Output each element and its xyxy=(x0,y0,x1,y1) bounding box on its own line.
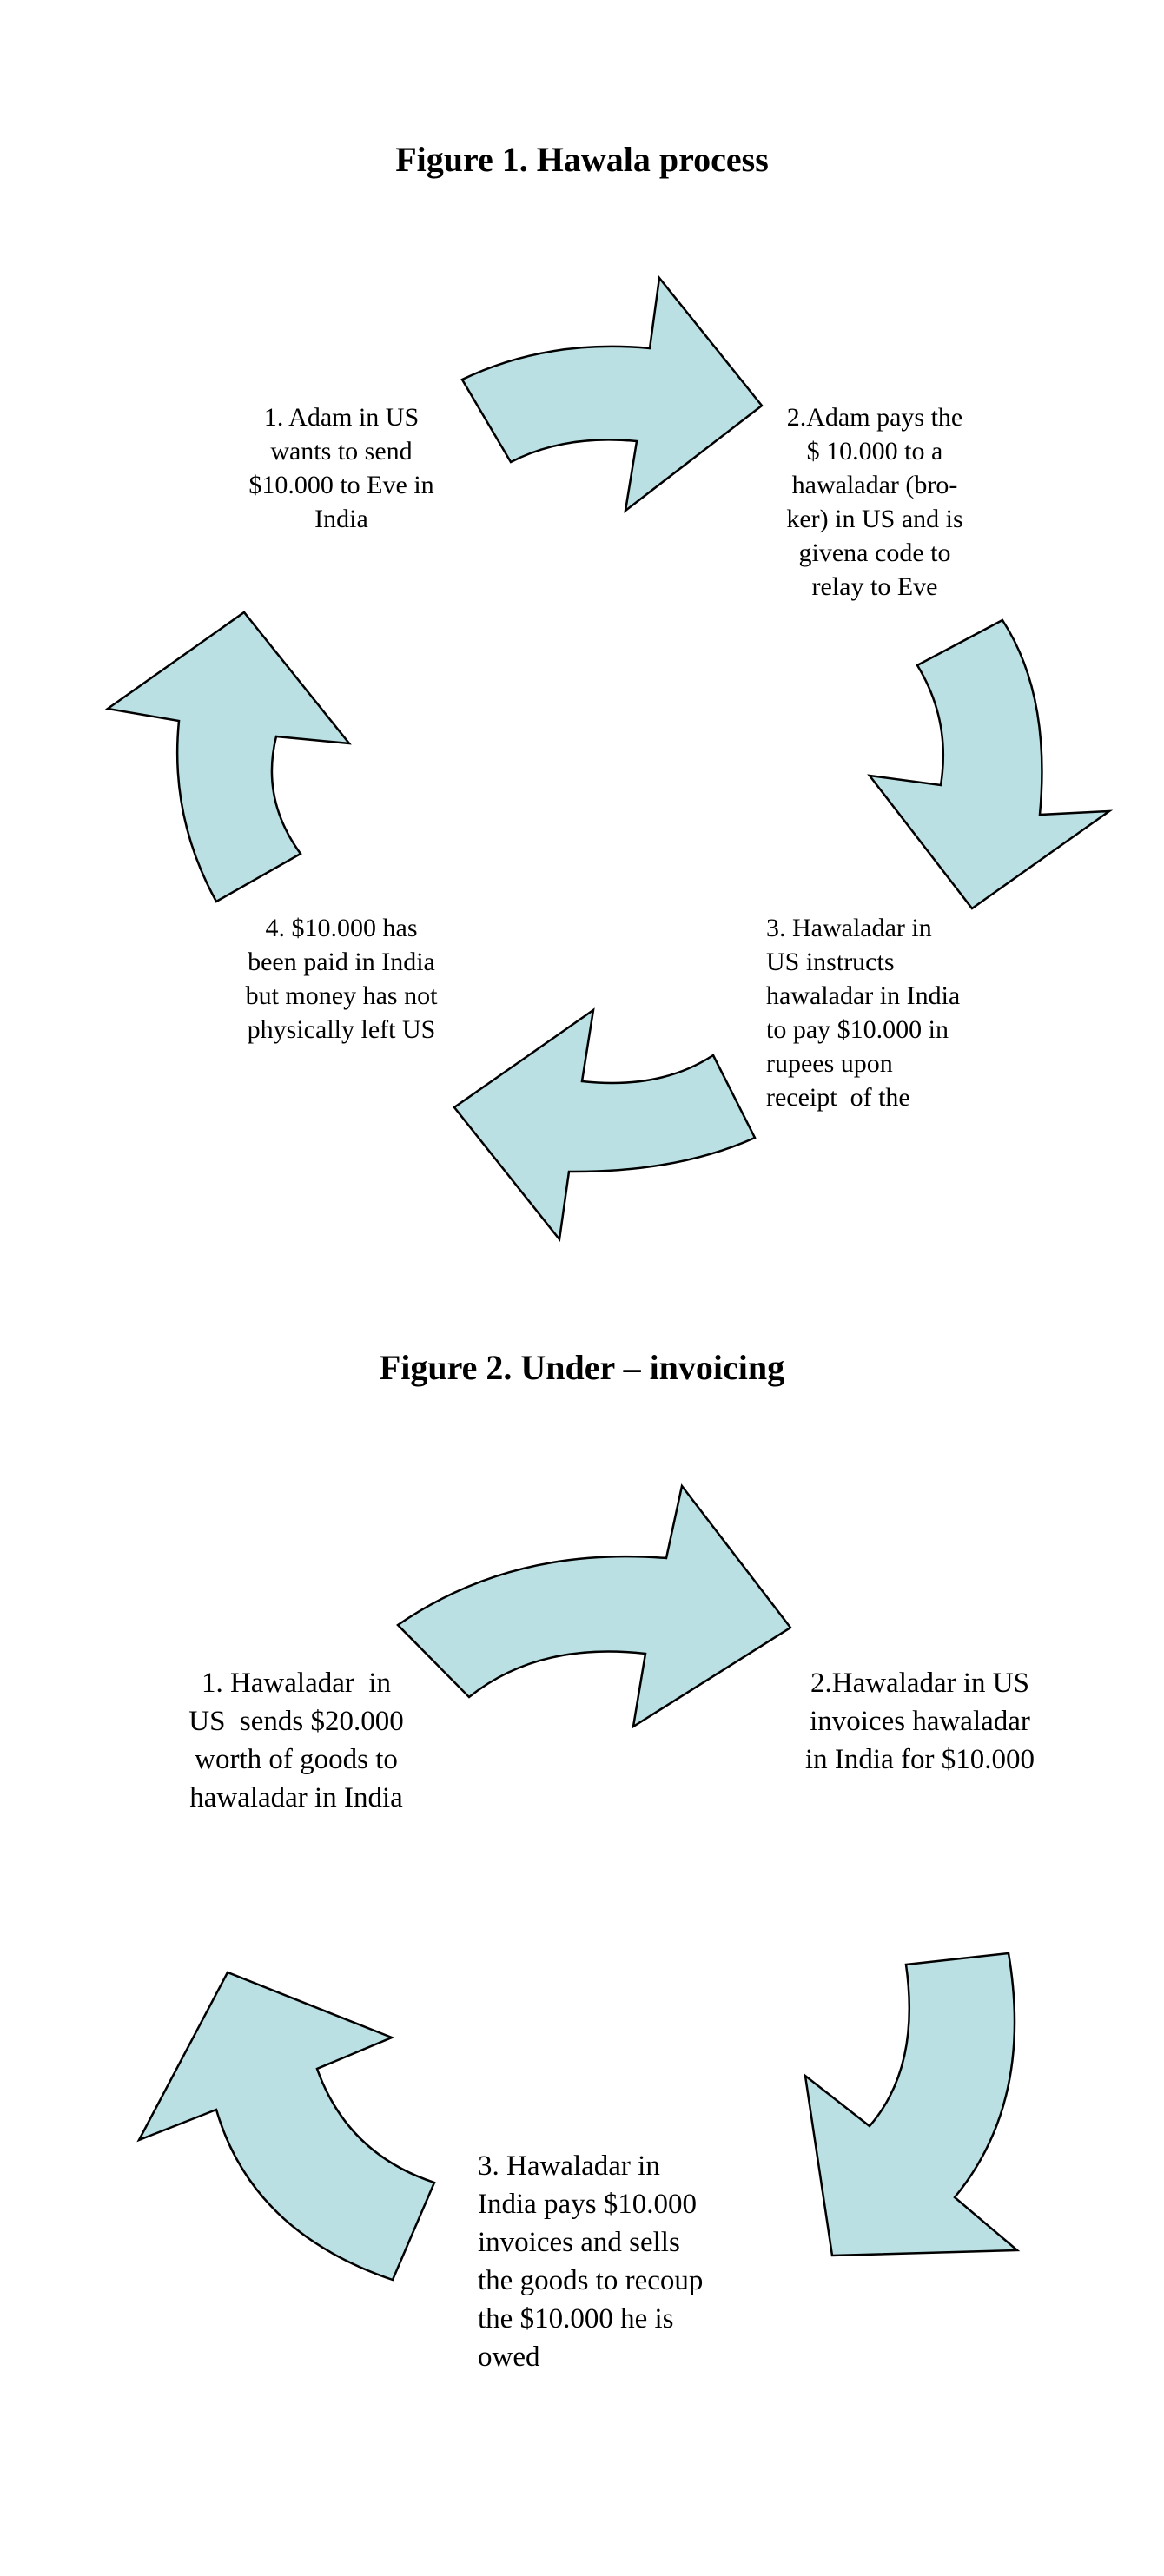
step-line: India xyxy=(314,505,368,533)
step-line: US instructs xyxy=(766,948,895,976)
step-line: ker) in US and is xyxy=(786,505,963,533)
step-line: relay to Eve xyxy=(811,572,938,601)
figure-1-title: Figure 1. Hawala process xyxy=(395,140,769,179)
fig2-arrow-left xyxy=(136,1971,436,2282)
fig2-step-2: 2.Hawaladar in US invoices hawaladar in … xyxy=(764,1664,1076,1779)
step-line: invoices hawaladar xyxy=(810,1706,1030,1737)
step-line: in India for $10.000 xyxy=(805,1744,1035,1775)
fig1-step-2: 2.Adam pays the $ 10.000 to a hawaladar … xyxy=(744,400,1005,604)
step-line: givena code to xyxy=(798,538,951,567)
step-line: 3. Hawaladar in xyxy=(766,914,932,942)
step-line: to pay $10.000 in xyxy=(766,1015,949,1044)
step-line: 2.Adam pays the xyxy=(786,403,963,432)
fig1-step-3: 3. Hawaladar in US instructs hawaladar i… xyxy=(766,911,1027,1125)
step-line: 2.Hawaladar in US xyxy=(810,1668,1029,1699)
step-line: 3. Hawaladar in xyxy=(478,2150,660,2182)
step-line: worth of goods to xyxy=(195,1744,398,1775)
step-line: owed xyxy=(478,2342,540,2373)
fig1-arrow-right xyxy=(867,618,1114,910)
step-line: hawaladar (bro- xyxy=(791,471,958,499)
step-line: 1. Hawaladar in xyxy=(201,1668,392,1699)
step-line: physically left US xyxy=(247,1015,436,1044)
fig1-arrow-left xyxy=(104,611,352,903)
figure-2-title: Figure 2. Under – invoicing xyxy=(379,1348,785,1387)
fig1-step-1: 1. Adam in US wants to send $10.000 to E… xyxy=(211,400,472,536)
step-line: hawaladar in India xyxy=(189,1782,403,1813)
fig1-arrow-bottom xyxy=(453,1007,757,1243)
step-line: the $10.000 he is xyxy=(478,2303,674,2335)
step-line: the goods to recoup xyxy=(478,2265,704,2296)
step-line: 4. $10.000 has xyxy=(265,914,418,942)
step-line: India pays $10.000 xyxy=(478,2189,698,2220)
step-line: receipt of the xyxy=(766,1083,910,1112)
fig1-step-4: 4. $10.000 has been paid in India but mo… xyxy=(211,911,472,1047)
step-line: $10.000 to Eve in xyxy=(248,471,434,499)
step-line: rupees upon xyxy=(766,1049,893,1078)
fig1-arrow-top xyxy=(460,274,764,513)
fig2-arrow-right xyxy=(804,1952,1021,2257)
step-line: wants to send xyxy=(270,437,413,466)
fig2-arrow-top xyxy=(396,1483,792,1729)
step-line: 1. Adam in US xyxy=(263,403,420,432)
step-line: but money has not xyxy=(245,981,438,1010)
fig2-step-3: 3. Hawaladar in India pays $10.000 invoi… xyxy=(478,2147,790,2376)
step-line: invoices and sells xyxy=(478,2227,680,2258)
fig2-step-1: 1. Hawaladar in US sends $20.000 worth o… xyxy=(149,1664,444,1817)
step-line: hawaladar in India xyxy=(766,981,961,1010)
step-line: $ 10.000 to a xyxy=(806,437,943,466)
step-line: US sends $20.000 xyxy=(188,1706,404,1737)
step-line: been paid in India xyxy=(248,948,435,976)
